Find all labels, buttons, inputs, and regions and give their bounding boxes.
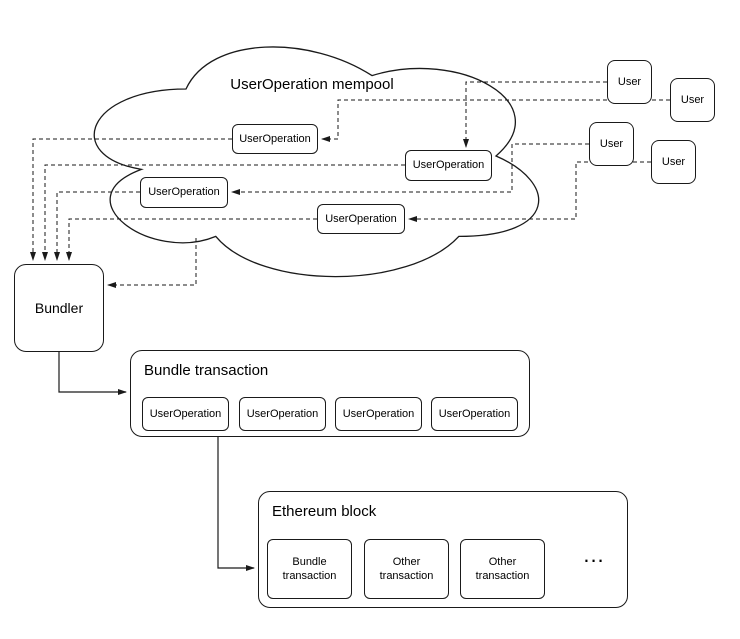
block-item-label-line2: transaction bbox=[282, 570, 337, 582]
block-item-other-transaction-1: Other transaction bbox=[364, 539, 449, 599]
arrow-user3-to-userop3 bbox=[231, 143, 589, 195]
arrow-userop2-to-bundler bbox=[42, 164, 405, 261]
user-box-1: User bbox=[607, 60, 652, 104]
arrow-bundler-to-bundle-transaction bbox=[58, 352, 127, 395]
block-item-label-line1: Other bbox=[392, 556, 421, 568]
block-item-bundle-transaction: Bundle transaction bbox=[267, 539, 352, 599]
userop-box-bundle-2: UserOperation bbox=[239, 397, 326, 431]
user-box-3: User bbox=[589, 122, 634, 166]
userop-box-mempool-3: UserOperation bbox=[140, 177, 228, 208]
userop-box-bundle-3: UserOperation bbox=[335, 397, 422, 431]
ethereum-block-container: Ethereum block Bundle transaction Other … bbox=[258, 491, 628, 608]
bundle-transaction-container: Bundle transaction UserOperation UserOpe… bbox=[130, 350, 530, 437]
block-item-label-line2: transaction bbox=[475, 570, 530, 582]
block-item-label-line1: Other bbox=[488, 556, 517, 568]
user-box-2: User bbox=[670, 78, 715, 122]
userop-box-mempool-1: UserOperation bbox=[232, 124, 318, 154]
block-item-label-line1: Bundle bbox=[292, 556, 327, 568]
mempool-label: UserOperation mempool bbox=[230, 76, 394, 93]
userop-box-mempool-2: UserOperation bbox=[405, 150, 492, 181]
arrow-userop1-to-bundler bbox=[30, 138, 232, 261]
user-box-4: User bbox=[651, 140, 696, 184]
arrow-userop4-to-bundler bbox=[66, 218, 317, 261]
block-item-label-line2: transaction bbox=[379, 570, 434, 582]
userop-box-mempool-4: UserOperation bbox=[317, 204, 405, 234]
arrow-mempool-to-bundler-side bbox=[107, 238, 197, 288]
bundle-transaction-title: Bundle transaction bbox=[144, 362, 269, 379]
arrow-bundle-transaction-to-ethereum-block bbox=[217, 437, 255, 571]
userop-box-bundle-4: UserOperation bbox=[431, 397, 518, 431]
arrow-userop3-to-bundler bbox=[54, 191, 140, 261]
ethereum-block-title: Ethereum block bbox=[272, 503, 377, 520]
bundler-box: Bundler bbox=[14, 264, 104, 352]
block-ellipsis: ... bbox=[583, 542, 605, 567]
arrow-user2-to-userop1 bbox=[321, 99, 670, 142]
block-item-other-transaction-2: Other transaction bbox=[460, 539, 545, 599]
userop-box-bundle-1: UserOperation bbox=[142, 397, 229, 431]
arrow-user1-to-userop2 bbox=[463, 81, 607, 148]
